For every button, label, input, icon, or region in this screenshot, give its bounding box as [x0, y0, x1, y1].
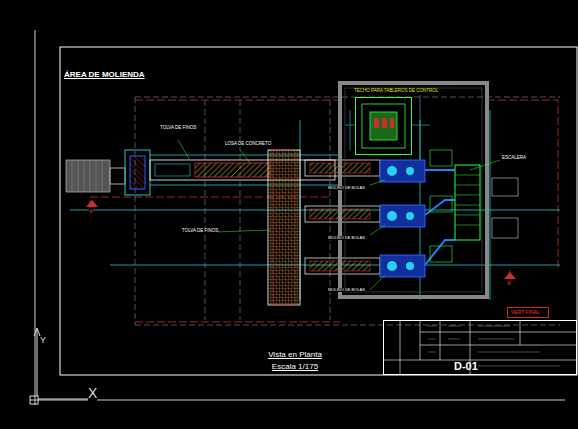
cad-stroke [195, 163, 270, 177]
cad-stroke [345, 95, 430, 160]
cad-stroke [135, 97, 560, 325]
axis-letter: Y [40, 336, 46, 346]
cad-stroke [66, 160, 110, 192]
cad-stroke [72, 160, 102, 192]
cad-stroke [383, 320, 577, 375]
callout-text: LOSA DE CONCRETO [225, 142, 271, 147]
cad-stroke [345, 95, 430, 160]
cad-stroke [455, 175, 480, 225]
cad-stroke [428, 326, 560, 366]
cad-stroke [387, 166, 414, 271]
callout-text: MOLINO DE BOLAS [328, 288, 365, 292]
cad-stroke [125, 150, 150, 195]
cad-stroke [370, 112, 397, 140]
cad-stroke [30, 400, 565, 401]
cad-stroke [305, 258, 380, 274]
cad-stroke [430, 196, 452, 212]
cad-stroke [428, 326, 560, 366]
cad-stroke [35, 30, 36, 405]
cad-stroke [455, 175, 480, 225]
control-room: TECHO PARA TABLEROS DE CONTROL [355, 97, 412, 155]
cad-stroke [272, 150, 296, 305]
cad-stroke [155, 164, 190, 176]
cad-stroke [504, 272, 516, 279]
cad-stroke [362, 104, 405, 148]
node-text: D-01 [454, 360, 478, 372]
cad-stroke [305, 160, 380, 176]
cad-stroke [387, 211, 397, 221]
cad-stroke [38, 399, 88, 400]
cad-stroke [383, 332, 577, 360]
cad-stroke [130, 156, 145, 189]
axis-letter: X [88, 386, 97, 401]
cad-stroke [345, 88, 482, 292]
cad-stroke [406, 262, 414, 270]
cad-stroke [492, 178, 518, 238]
cad-stroke [390, 118, 394, 128]
callout-text: MOLINO DE BOLAS [328, 236, 365, 240]
cad-stroke [380, 205, 425, 227]
cad-stroke [30, 396, 38, 404]
cad-stroke [37, 330, 38, 396]
cad-stroke [150, 160, 335, 180]
callout-text: TOLVA DE FINOS [182, 229, 218, 234]
cad-stroke [492, 178, 518, 196]
cad-stroke [60, 47, 577, 375]
revision-tag: VERT FINAL [507, 307, 549, 318]
cad-stroke [178, 140, 500, 290]
cad-stroke [305, 206, 380, 222]
cad-stroke [406, 212, 414, 220]
cad-stroke [380, 160, 425, 182]
cad-stroke [380, 255, 425, 277]
cad-stroke [86, 200, 98, 207]
callout-text: TOLVA DE FINOS [160, 126, 196, 131]
cad-stroke [72, 160, 102, 192]
cad-stroke [178, 140, 500, 290]
cad-stroke [425, 170, 455, 265]
cad-stroke [374, 118, 394, 128]
view-caption: Vista en Planta Escala 1/175 [260, 349, 330, 373]
cad-stroke [382, 118, 387, 128]
cad-stroke [110, 168, 125, 184]
callout-text: ESCALERA [502, 156, 526, 161]
area-title: ÁREA DE MOLIENDA [64, 71, 145, 80]
cad-stroke [400, 320, 520, 375]
cad-stroke [34, 328, 40, 336]
cad-stroke [455, 165, 480, 240]
cad-stroke [387, 166, 397, 176]
cad-stroke [406, 167, 414, 175]
cad-stroke [135, 97, 560, 325]
cad-stroke [362, 104, 405, 148]
cad-stroke [430, 150, 452, 262]
cad-stroke [268, 150, 300, 305]
cad-stroke [492, 218, 518, 238]
section-mark: A [507, 280, 511, 287]
cad-stroke [380, 160, 455, 277]
cad-stroke [387, 261, 397, 271]
cad-stroke [300, 110, 490, 300]
callout-text: MOLINO DE BOLAS [328, 186, 365, 190]
cad-stroke [430, 150, 452, 166]
cad-stroke [374, 118, 379, 128]
title-block: D-01 [383, 320, 577, 375]
cad-stroke [430, 246, 452, 262]
node-text: TECHO PARA TABLEROS DE CONTROL [354, 89, 438, 94]
node-text: VERT FINAL [511, 310, 540, 316]
cad-stroke [305, 160, 380, 274]
section-mark: A [89, 208, 93, 215]
